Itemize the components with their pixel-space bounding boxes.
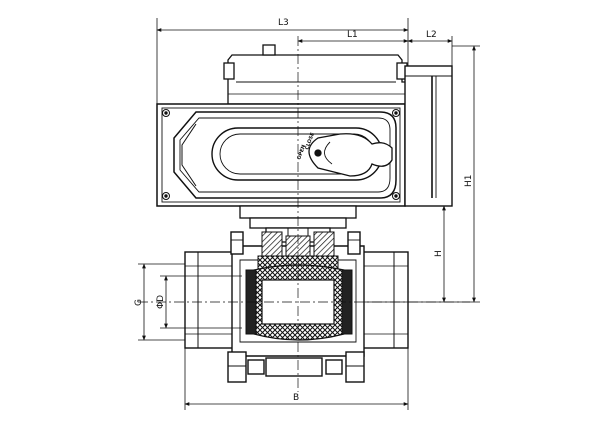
label-l3: L3 [278, 18, 289, 28]
label-h1: H1 [464, 175, 474, 188]
label-od: ΦD [156, 295, 166, 309]
label-b: B [293, 393, 299, 403]
bolt-top-left [230, 231, 244, 255]
top-cover-lug-left [223, 62, 235, 80]
label-l2: L2 [426, 30, 437, 40]
label-h: H [434, 250, 444, 257]
valve-body [184, 231, 409, 383]
actuator-side-box [404, 65, 453, 207]
housing-screws [162, 109, 400, 200]
bolt-bottom-right [345, 351, 365, 383]
dimension-lines [138, 18, 480, 410]
actuator [156, 44, 453, 207]
label-g: G [134, 299, 144, 306]
bolt-top-right [347, 231, 361, 255]
label-open: OPEN [296, 144, 307, 161]
position-indicator [308, 133, 393, 177]
label-close: CLOSE [304, 131, 316, 150]
bolt-bottom-left [227, 351, 247, 383]
top-knob [262, 44, 276, 56]
actuator-top-cover [227, 54, 409, 105]
label-l1: L1 [347, 30, 358, 40]
seat-right [341, 269, 353, 335]
